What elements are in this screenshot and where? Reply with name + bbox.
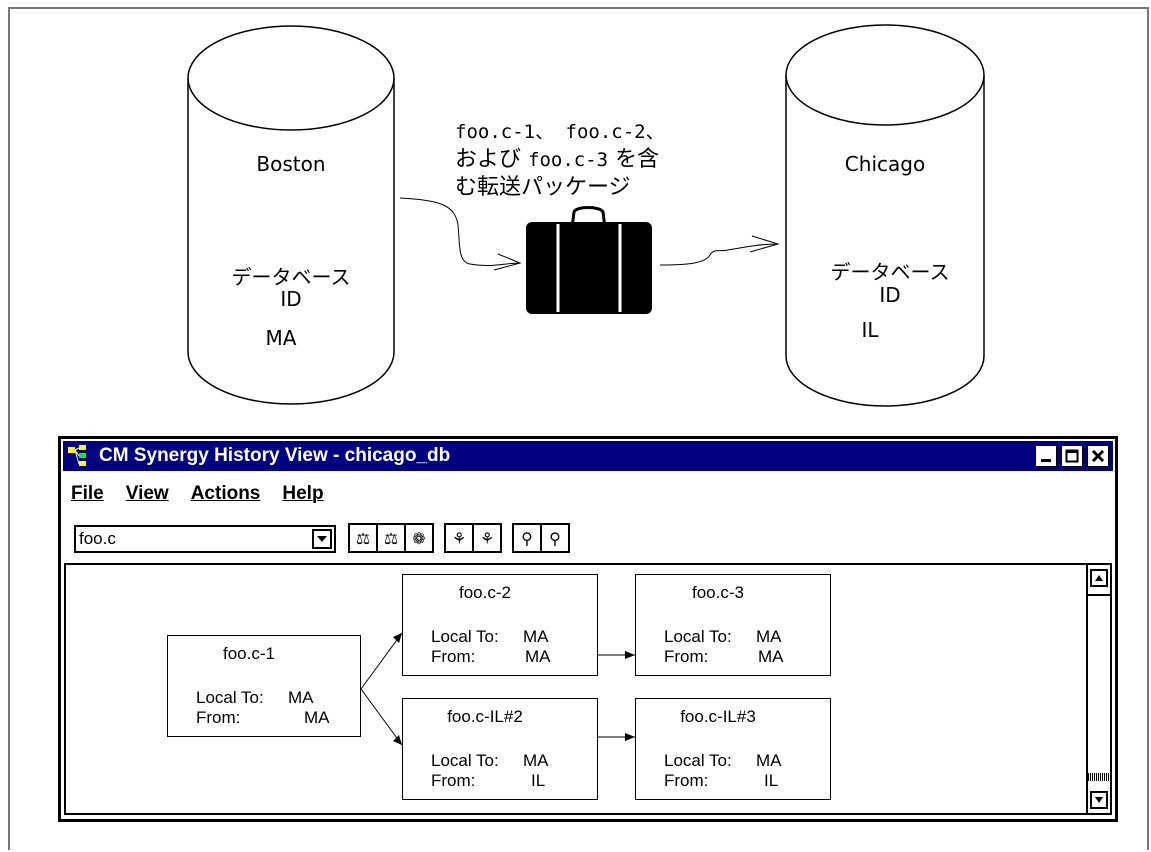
- node-local-label: Local To:: [431, 751, 499, 770]
- window-title: CM Synergy History View - chicago_db: [99, 445, 451, 466]
- version-node-foo-c-il3[interactable]: foo.c-IL#3 Local To: MA From: IL: [635, 698, 831, 800]
- boston-db-id-sub: ID: [280, 287, 302, 311]
- compare-12b-icon[interactable]: ⚖: [376, 523, 406, 553]
- node-name: foo.c-1: [223, 644, 275, 663]
- scroll-track-divider: [1088, 594, 1110, 596]
- boston-db-name: Boston: [256, 152, 326, 176]
- scroll-up-icon[interactable]: [1090, 569, 1108, 587]
- title-bar: CM Synergy History View - chicago_db: [63, 441, 1113, 471]
- search-icon[interactable]: ⚲: [512, 523, 542, 553]
- caption-line-2: および foo.c-3 を含: [455, 146, 785, 174]
- edge-1-2: [360, 632, 403, 690]
- version-node-foo-c-il2[interactable]: foo.c-IL#2 Local To: MA From: IL: [402, 698, 598, 800]
- caption-text-end: を含: [608, 147, 660, 172]
- node-local-label: Local To:: [431, 627, 499, 646]
- graph-edges: [360, 632, 635, 746]
- node-from-value: IL: [531, 771, 546, 790]
- node-name: foo.c-2: [459, 583, 511, 602]
- node-local-label: Local To:: [664, 627, 732, 646]
- compare-12-icon[interactable]: ⚖: [348, 523, 378, 553]
- menu-help[interactable]: Help: [282, 483, 324, 504]
- chicago-db-id-sub: ID: [879, 283, 901, 307]
- history-graph-canvas[interactable]: foo.c-1 Local To: MA From: MA foo.c-2 Loca…: [64, 563, 1088, 815]
- node-from-value: MA: [525, 647, 551, 666]
- scroll-down-icon[interactable]: [1090, 791, 1108, 809]
- object-combo-value: foo.c: [79, 529, 116, 548]
- close-button[interactable]: [1087, 445, 1109, 467]
- node-from-label: From:: [664, 647, 709, 666]
- transfer-diagram: [187, 24, 985, 407]
- node-name: foo.c-3: [692, 583, 744, 602]
- menu-file[interactable]: File: [71, 483, 104, 504]
- node-name: foo.c-IL#3: [680, 707, 756, 726]
- chevron-down-icon[interactable]: [312, 529, 332, 549]
- node-from-label: From:: [431, 771, 476, 790]
- node-name: foo.c-IL#2: [447, 707, 523, 726]
- caption-line-1: foo.c-1、 foo.c-2、: [455, 121, 665, 143]
- chicago-db-id-label: データベース: [830, 260, 950, 284]
- caption-code: foo.c-3: [528, 149, 609, 171]
- package-suitcase-icon: [526, 206, 652, 314]
- node-local-label: Local To:: [664, 751, 732, 770]
- node-local-value: MA: [756, 751, 782, 770]
- node-from-value: IL: [764, 771, 779, 790]
- node-from-label: From:: [664, 771, 709, 790]
- chicago-db-name: Chicago: [844, 152, 926, 176]
- menu-bar: File View Actions Help: [71, 483, 324, 505]
- edge-1-il2: [360, 688, 403, 746]
- package-caption: foo.c-1、 foo.c-2、 および foo.c-3 を含 む転送パッケー…: [455, 118, 785, 202]
- brain-icon[interactable]: ❁: [404, 523, 434, 553]
- object-combo[interactable]: foo.c: [74, 525, 336, 553]
- tree-app-icon: [67, 444, 93, 468]
- boston-db-id-value: MA: [265, 326, 297, 350]
- version-node-foo-c-1[interactable]: foo.c-1 Local To: MA From: MA: [167, 635, 361, 737]
- node-local-value: MA: [288, 688, 314, 707]
- pair-icon[interactable]: ⚘: [444, 523, 474, 553]
- node-local-value: MA: [523, 751, 549, 770]
- node-local-label: Local To:: [196, 688, 264, 707]
- boston-db-id-label: データベース: [231, 265, 351, 289]
- pair-b-icon[interactable]: ⚘: [472, 523, 502, 553]
- caption-line-3: む転送パッケージ: [455, 175, 631, 200]
- figure-frame: [8, 7, 1149, 850]
- vertical-scrollbar[interactable]: [1088, 563, 1112, 815]
- maximize-button[interactable]: [1061, 445, 1083, 467]
- chicago-cylinder: [785, 24, 985, 407]
- transfer-arrow-in: [399, 197, 522, 271]
- caption-text: および: [455, 147, 528, 172]
- menu-view[interactable]: View: [125, 483, 169, 504]
- scroll-thumb[interactable]: [1088, 773, 1110, 781]
- node-from-value: MA: [304, 708, 330, 727]
- menu-actions[interactable]: Actions: [190, 483, 261, 504]
- node-local-value: MA: [523, 627, 549, 646]
- minimize-button[interactable]: [1035, 445, 1057, 467]
- version-node-foo-c-2[interactable]: foo.c-2 Local To: MA From: MA: [402, 574, 598, 676]
- chicago-db-id-value: IL: [861, 318, 879, 342]
- node-local-value: MA: [756, 627, 782, 646]
- history-view-window: CM Synergy History View - chicago_db Fil…: [58, 436, 1118, 822]
- node-from-label: From:: [196, 708, 241, 727]
- version-node-foo-c-3[interactable]: foo.c-3 Local To: MA From: MA: [635, 574, 831, 676]
- transfer-arrow-out: [659, 235, 780, 266]
- node-from-value: MA: [758, 647, 784, 666]
- node-from-label: From:: [431, 647, 476, 666]
- search-b-icon[interactable]: ⚲: [540, 523, 570, 553]
- boston-cylinder: [187, 25, 395, 405]
